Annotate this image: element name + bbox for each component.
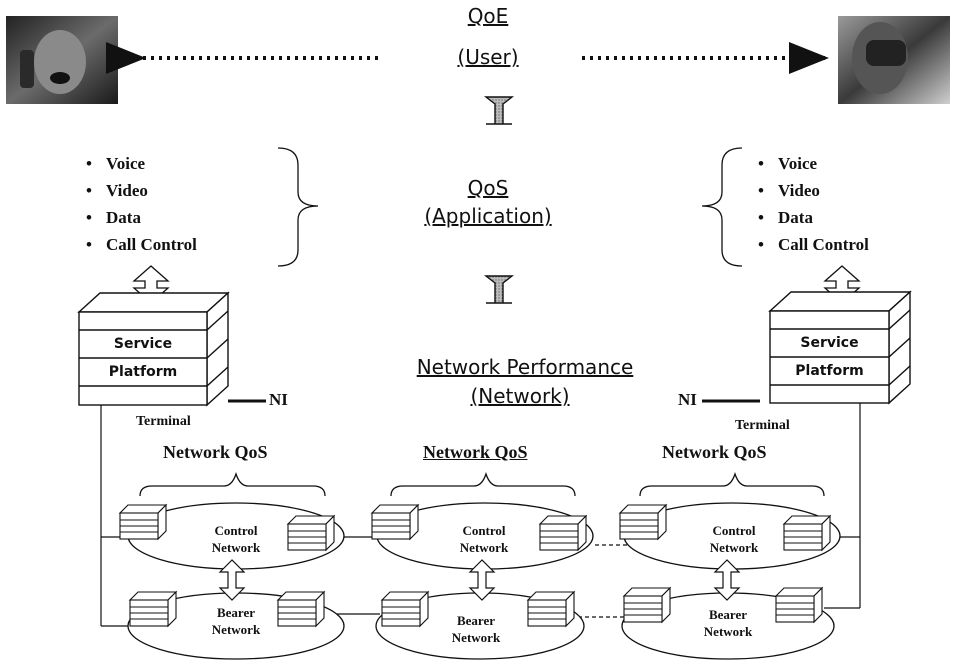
- bearer-label-line1: Bearer: [708, 607, 748, 622]
- service-item-call-control: Call Control: [758, 231, 869, 258]
- service-item-voice: Voice: [86, 150, 197, 177]
- center-arrow-1: [483, 96, 515, 125]
- bearer-label-line1: Bearer: [456, 613, 496, 628]
- router-node: [128, 590, 178, 628]
- network-qos-label-2: Network QoS: [423, 442, 528, 462]
- left-brace: [277, 147, 319, 267]
- network-qos-label-3: Network QoS: [662, 442, 767, 462]
- left-terminal-label: Terminal: [136, 414, 191, 429]
- control-label-line1: Control: [712, 523, 756, 538]
- left-service-list: Voice Video Data Call Control: [86, 150, 197, 258]
- left-terminal-stack: [77, 291, 230, 407]
- network-qos-label-1: Network QoS: [163, 442, 268, 462]
- user-right-photo: [838, 16, 950, 104]
- router-nodes: [118, 503, 832, 628]
- service-item-data: Data: [758, 204, 869, 231]
- right-stack-label-platform: Platform: [795, 363, 864, 379]
- router-node: [622, 586, 672, 624]
- router-node: [370, 503, 420, 541]
- control-network-label: Control Network: [694, 522, 774, 556]
- control-network-label: Control Network: [196, 522, 276, 556]
- bearer-network-label: Bearer Network: [196, 604, 276, 638]
- network-qos-brace-1: [139, 471, 326, 497]
- service-item-call-control: Call Control: [86, 231, 197, 258]
- network-qos-brace-3: [639, 471, 825, 497]
- control-label-line2: Network: [459, 540, 509, 555]
- router-node: [380, 590, 430, 628]
- control-bearer-arrows: [218, 559, 741, 601]
- router-node: [782, 514, 832, 552]
- qos-title: QoS: [467, 176, 509, 200]
- service-item-video: Video: [758, 177, 869, 204]
- qoe-subtitle: (User): [457, 45, 519, 69]
- control-network-label: Control Network: [444, 522, 524, 556]
- right-brace: [701, 147, 743, 267]
- router-node: [526, 590, 576, 628]
- router-node: [286, 514, 336, 552]
- router-node: [276, 590, 326, 628]
- router-node: [774, 586, 824, 624]
- router-node: [538, 514, 588, 552]
- network-qos-brace-2: [390, 471, 576, 497]
- bearer-label-line2: Network: [703, 624, 753, 639]
- control-label-line1: Control: [214, 523, 258, 538]
- right-stack-label-service: Service: [800, 335, 859, 351]
- bearer-network-label: Bearer Network: [436, 612, 516, 646]
- right-terminal-stack: [768, 290, 912, 405]
- qoe-title: QoE: [467, 4, 509, 28]
- bearer-label-line2: Network: [211, 622, 261, 637]
- bearer-label-line2: Network: [451, 630, 501, 645]
- center-arrow-2: [483, 275, 515, 304]
- right-ni-label: NI: [678, 390, 697, 409]
- network-performance-subtitle: (Network): [470, 384, 570, 408]
- router-node: [618, 503, 668, 541]
- network-performance-title: Network Performance: [416, 355, 634, 379]
- bearer-network-label: Bearer Network: [688, 606, 768, 640]
- control-label-line1: Control: [462, 523, 506, 538]
- user-left-photo: [6, 16, 118, 104]
- service-item-video: Video: [86, 177, 197, 204]
- service-item-data: Data: [86, 204, 197, 231]
- right-terminal-label: Terminal: [735, 418, 790, 433]
- control-label-line2: Network: [211, 540, 261, 555]
- left-ni-label: NI: [269, 390, 288, 409]
- left-stack-label-service: Service: [113, 336, 173, 352]
- left-stack-label-platform: Platform: [108, 364, 178, 380]
- right-service-list: Voice Video Data Call Control: [758, 150, 869, 258]
- service-item-voice: Voice: [758, 150, 869, 177]
- right-terminal-connectors: [822, 403, 861, 609]
- router-node: [118, 503, 168, 541]
- qos-subtitle: (Application): [424, 204, 552, 228]
- control-label-line2: Network: [709, 540, 759, 555]
- bearer-label-line1: Bearer: [216, 605, 256, 620]
